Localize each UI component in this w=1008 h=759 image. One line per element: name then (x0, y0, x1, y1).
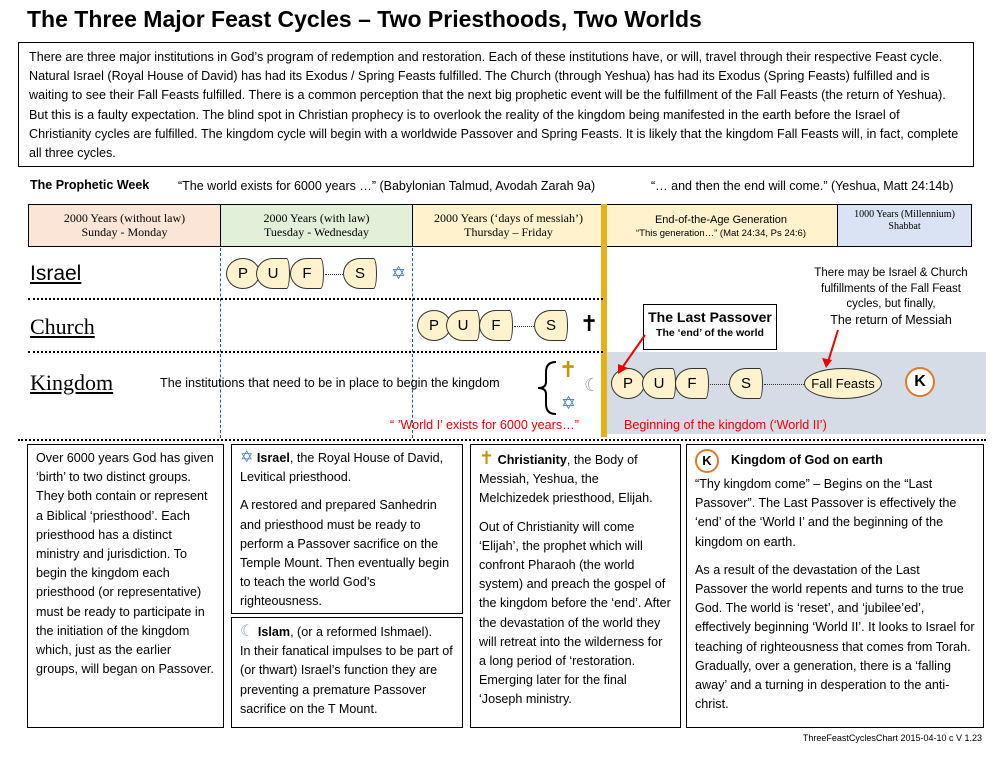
feast-firstfruits: F (675, 368, 709, 399)
week-segment: 2000 Years (‘days of messiah’) Thursday … (413, 205, 605, 246)
star-of-david-icon: ✡ (391, 263, 407, 283)
card-text: As a result of the devastation of the La… (695, 562, 975, 712)
segment-days: Tuesday - Wednesday (263, 225, 370, 239)
card-priesthoods: Over 6000 years God has given ‘birth’ to… (27, 444, 224, 728)
segment-label: 2000 Years (without law) (63, 211, 186, 225)
red-arrow-icon (822, 329, 839, 368)
card-text: Out of Christianity will come ‘Elijah’, … (479, 519, 671, 707)
note-line: fulfillments of the Fall Feast (821, 282, 961, 295)
segment-days: Shabbat (888, 221, 921, 232)
feast-shavuot: S (534, 310, 568, 341)
cross-icon: ✝ (580, 311, 599, 336)
card-islam: ☾ Islam, (or a reformed Ishmael). In the… (231, 617, 463, 728)
feast-passover: P (226, 258, 260, 289)
card-heading: ✡ Israel, the Royal House of David, Levi… (240, 449, 454, 487)
red-arrow-icon (618, 334, 646, 374)
footer-version: ThreeFeastCyclesChart 2015-04-10 c V 1.2… (802, 733, 982, 743)
note-line: The return of Messiah (830, 312, 952, 327)
feast-connector (764, 384, 804, 385)
feast-unleavened: U (642, 368, 676, 399)
world-two-caption: Beginning of the kingdom (‘World II’) (624, 418, 827, 432)
era-divider (220, 248, 221, 438)
card-christianity: ✝ Christianity, the Body of Messiah, Yes… (470, 444, 681, 728)
card-israel: ✡ Israel, the Royal House of David, Levi… (231, 444, 463, 614)
segment-label: End-of-the-Age Generation (654, 214, 788, 226)
last-passover-callout: The Last Passover The ‘end’ of the world (643, 304, 777, 350)
card-head-bold: Kingdom of God on earth (731, 453, 883, 468)
era-divider (412, 248, 413, 438)
feast-firstfruits: F (479, 310, 513, 341)
brace-icon (537, 361, 557, 415)
feast-passover: P (417, 310, 451, 341)
segment-days: “This generation…” (Mat 24:34, Ps 24:6) (635, 228, 807, 239)
card-text: In their fanatical impulses to be part o… (240, 644, 453, 716)
card-head-bold: Israel (256, 451, 290, 465)
card-head-bold: Islam (257, 625, 291, 639)
section-separator (18, 439, 986, 441)
row-separator (28, 351, 603, 353)
segment-days: Sunday - Monday (81, 225, 168, 239)
fall-feasts: Fall Feasts (804, 368, 882, 399)
star-of-david-icon: ✡ (561, 393, 577, 413)
card-head-bold: Christianity (497, 453, 567, 467)
feast-passover: P (611, 368, 645, 399)
note-line: cycles, but finally, (846, 298, 936, 310)
note-line: There may be Israel & Church (814, 267, 968, 279)
feast-connector (514, 326, 534, 327)
week-segment: End-of-the-Age Generation “This generati… (605, 205, 838, 246)
card-head-rest: , the Royal House of David, Levitical pr… (240, 451, 444, 485)
segment-days: Thursday – Friday (464, 225, 553, 239)
last-passover-subtitle: The ‘end’ of the world (656, 327, 764, 339)
feast-firstfruits: F (290, 258, 324, 289)
end-of-age-marker (601, 204, 607, 437)
card-head-rest: , the Body of Messiah, Yeshua, the Melch… (479, 453, 653, 506)
fall-feast-note: There may be Israel & Church fulfillment… (796, 266, 986, 328)
segment-label: 1000 Years (Millennium) (854, 209, 955, 220)
card-text: Over 6000 years God has given ‘birth’ to… (36, 451, 214, 677)
kingdom-k-icon: K (905, 367, 935, 397)
card-heading: K Kingdom of God on earth (695, 449, 975, 473)
row-label-israel: Israel (30, 262, 82, 285)
week-segment: 2000 Years (with law) Tuesday - Wednesda… (221, 205, 413, 246)
world-one-caption: “ ’World I’ exists for 6000 years…” (390, 418, 579, 432)
star-of-david-icon: ✡ (240, 449, 254, 466)
feast-connector (710, 384, 729, 385)
week-segment: 1000 Years (Millennium) Shabbat (838, 205, 971, 246)
page-title: The Three Major Feast Cycles – Two Pries… (27, 6, 702, 32)
crescent-icon: ☾ (584, 375, 601, 395)
intro-paragraph: There are three major institutions in Go… (18, 42, 974, 167)
institutions-text: The institutions that need to be in plac… (160, 376, 500, 390)
card-head-rest: , (or a reformed Ishmael). (290, 625, 433, 639)
cross-icon: ✝ (479, 448, 495, 468)
feast-unleavened: U (446, 310, 480, 341)
talmud-quote: “The world exists for 6000 years …” (Bab… (178, 179, 596, 193)
feast-unleavened: U (256, 258, 290, 289)
crescent-icon: ☾ (240, 623, 255, 640)
feast-shavuot: S (729, 368, 763, 399)
feast-shavuot: S (343, 258, 377, 289)
kingdom-k-icon: K (695, 449, 719, 473)
card-text: A restored and prepared Sanhedrin and pr… (240, 498, 450, 609)
prophetic-week-bar: 2000 Years (without law) Sunday - Monday… (28, 204, 972, 247)
card-kingdom: K Kingdom of God on earth “Thy kingdom c… (686, 444, 984, 728)
prophetic-week-title: The Prophetic Week (30, 178, 150, 192)
card-text: “Thy kingdom come” – Begins on the “Last… (695, 477, 957, 549)
row-label-church: Church (30, 314, 95, 339)
card-heading: ☾ Islam, (or a reformed Ishmael). (240, 622, 454, 642)
feast-connector (325, 274, 343, 275)
segment-label: 2000 Years (with law) (263, 211, 370, 225)
card-heading: ✝ Christianity, the Body of Messiah, Yes… (479, 448, 672, 509)
week-segment: 2000 Years (without law) Sunday - Monday (29, 205, 221, 246)
last-passover-title: The Last Passover (648, 309, 772, 325)
yeshua-quote: “… and then the end will come.” (Yeshua,… (651, 179, 954, 193)
row-separator (28, 298, 603, 300)
segment-label: 2000 Years (‘days of messiah’) (434, 211, 583, 225)
row-label-kingdom: Kingdom (30, 370, 114, 395)
cross-icon: ✝ (559, 357, 578, 382)
